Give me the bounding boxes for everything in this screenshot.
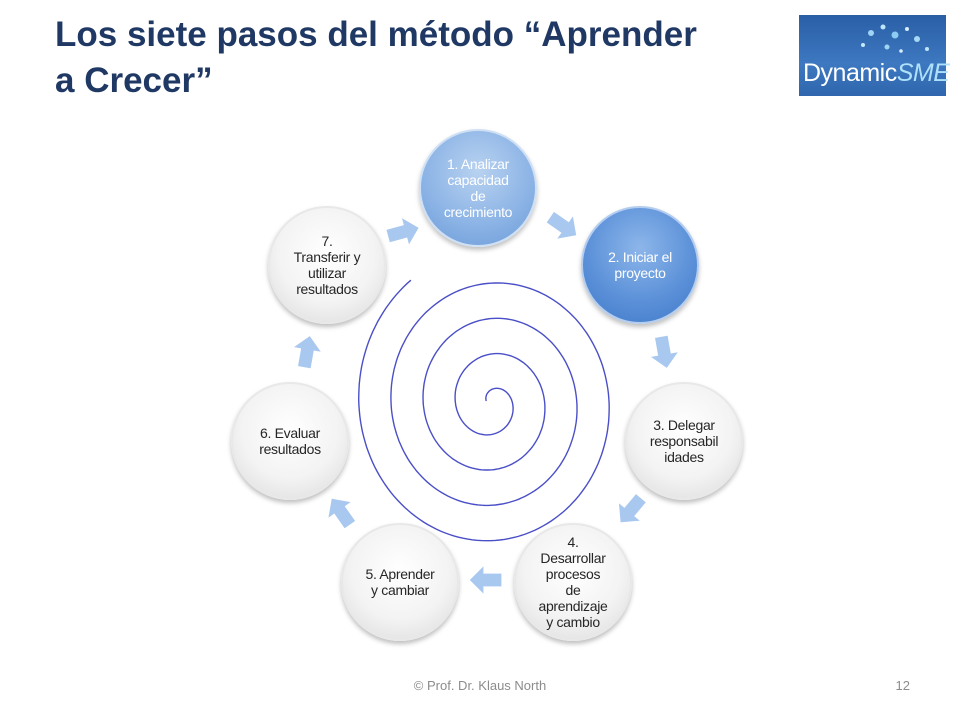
arrow-7 xyxy=(291,334,324,370)
arrow-6 xyxy=(326,497,357,530)
page-number: 12 xyxy=(895,678,910,693)
arrow-1 xyxy=(384,215,421,248)
dynamic-sme-logo: DynamicSME xyxy=(799,15,950,96)
cycle-arrows xyxy=(291,210,681,597)
footer-copyright: © Prof. Dr. Klaus North xyxy=(413,678,547,693)
logo-text: DynamicSME xyxy=(803,59,950,87)
slide-title-line-2: a Crecer” xyxy=(55,61,213,100)
arrow-3 xyxy=(648,334,681,370)
spiral-line xyxy=(357,279,610,542)
slide-title-line-1: Los siete pasos del método “Aprender xyxy=(55,15,697,54)
slide-title: Los siete pasos del método “Aprender a C… xyxy=(55,12,785,104)
arrow-4 xyxy=(617,492,648,524)
arrow-2 xyxy=(545,210,578,241)
logo-dots-icon xyxy=(861,24,929,53)
arrow-5 xyxy=(468,563,503,597)
